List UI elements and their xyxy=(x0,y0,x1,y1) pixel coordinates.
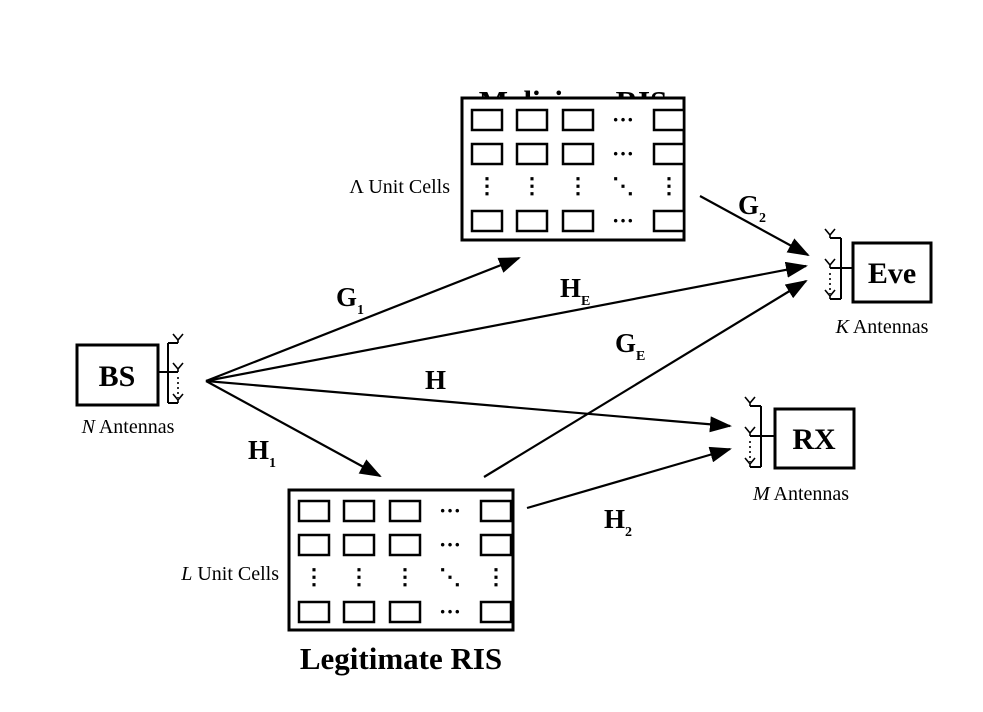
ellipsis-glyph: ··· xyxy=(439,599,461,624)
arrow-h1 xyxy=(205,380,382,477)
ellipsis-glyph: ⋮ xyxy=(303,564,325,589)
ris-unit-cell xyxy=(652,209,686,233)
label-h: H xyxy=(425,365,446,395)
antenna-element xyxy=(172,362,184,372)
malicious-ris-cells-caption: Λ Unit Cells xyxy=(349,176,450,198)
arrow-h2 xyxy=(526,446,732,510)
label-h2: H2 xyxy=(604,504,632,540)
ellipsis-glyph: ··· xyxy=(612,141,634,166)
ellipsis-glyph: ⋮ xyxy=(348,564,370,589)
antenna-element xyxy=(172,393,184,403)
label-g2: G2 xyxy=(738,190,766,226)
malicious-ris: Malicious RIS ······⋮⋮⋮⋱⋮··· Λ Unit Cell… xyxy=(349,84,686,242)
ris-unit-cell xyxy=(388,600,422,624)
malicious-ris-cell-grid: ··· ··· ⋮ ⋮ ⋮ ⋱ ⋮ ··· xyxy=(470,107,686,233)
ellipsis-glyph: ⋮ xyxy=(485,564,507,589)
ris-unit-cell xyxy=(342,533,376,557)
rx-antenna-array-icon xyxy=(744,396,775,468)
antenna-element xyxy=(744,457,756,467)
antenna-element xyxy=(824,258,836,268)
ris-unit-cell xyxy=(515,108,549,132)
ris-unit-cell xyxy=(479,499,513,523)
label-he: HE xyxy=(560,273,590,309)
ellipsis-glyph: ⋮ xyxy=(521,173,543,198)
arrow-g1 xyxy=(205,256,521,383)
antenna-element xyxy=(744,396,756,406)
arrow-g2 xyxy=(699,195,810,256)
ellipsis-glyph: ··· xyxy=(612,107,634,132)
ris-unit-cell xyxy=(297,600,331,624)
antenna-element xyxy=(172,333,184,343)
ris-unit-cell xyxy=(342,499,376,523)
ris-unit-cell xyxy=(342,600,376,624)
bs-label: BS xyxy=(99,360,136,393)
ris-unit-cell xyxy=(652,108,686,132)
channel-links xyxy=(205,195,810,510)
arrow-ge xyxy=(483,279,808,478)
ris-unit-cell xyxy=(388,533,422,557)
ris-unit-cell xyxy=(479,600,513,624)
ris-unit-cell xyxy=(561,209,595,233)
bs-box xyxy=(75,343,160,407)
ris-unit-cell xyxy=(470,142,504,166)
antenna-element xyxy=(824,228,836,238)
legitimate-ris-title: Legitimate RIS xyxy=(300,641,502,676)
eve-box xyxy=(851,241,933,304)
antenna-element xyxy=(824,289,836,299)
legitimate-ris: ··· ··· ⋮ ⋮ ⋮ ⋱ ⋮ ··· Legitimate RIS L Unit Cel… xyxy=(180,488,515,676)
ris-unit-cell xyxy=(561,108,595,132)
base-station: BS N Antennas xyxy=(75,333,184,438)
ris-unit-cell xyxy=(561,142,595,166)
bs-antenna-array-icon xyxy=(158,333,184,404)
ris-unit-cell xyxy=(515,142,549,166)
ellipsis-glyph: ⋮ xyxy=(476,173,498,198)
ris-unit-cell xyxy=(470,209,504,233)
ellipsis-glyph: ⋮ xyxy=(567,173,589,198)
eve-label: Eve xyxy=(868,257,916,290)
antenna-element xyxy=(744,426,756,436)
label-h1: H1 xyxy=(248,435,276,471)
eve-antennas-caption: K Antennas xyxy=(835,316,929,338)
ellipsis-glyph: ··· xyxy=(439,498,461,523)
ellipsis-glyph: ⋱ xyxy=(439,564,461,589)
ris-unit-cell xyxy=(515,209,549,233)
ellipsis-glyph: ⋱ xyxy=(612,173,634,198)
ris-unit-cell xyxy=(388,499,422,523)
ellipsis-glyph: ··· xyxy=(439,532,461,557)
bs-antennas-caption: N Antennas xyxy=(81,416,175,438)
ellipsis-glyph: ⋮ xyxy=(658,173,680,198)
eavesdropper: Eve K Antennas xyxy=(824,228,933,338)
ris-unit-cell xyxy=(479,533,513,557)
rx-box xyxy=(773,407,856,470)
label-ge: GE xyxy=(615,328,645,364)
ris-unit-cell xyxy=(652,142,686,166)
eve-antenna-array-icon xyxy=(824,228,853,300)
ris-unit-cell xyxy=(297,499,331,523)
ellipsis-glyph: ⋮ xyxy=(394,564,416,589)
legitimate-ris-cell-grid: ··· ··· ⋮ ⋮ ⋮ ⋱ ⋮ ··· xyxy=(297,498,513,624)
ris-unit-cell xyxy=(297,533,331,557)
receiver: RX M Antennas xyxy=(744,396,856,505)
rx-antennas-caption: M Antennas xyxy=(752,483,849,505)
ellipsis-glyph: ··· xyxy=(612,208,634,233)
arrow-he xyxy=(205,261,808,383)
arrow-h xyxy=(205,379,732,433)
ris-unit-cell xyxy=(470,108,504,132)
rx-label: RX xyxy=(792,423,836,456)
legitimate-ris-cells-caption: L Unit Cells xyxy=(180,563,279,585)
label-g1: G1 xyxy=(336,282,364,318)
